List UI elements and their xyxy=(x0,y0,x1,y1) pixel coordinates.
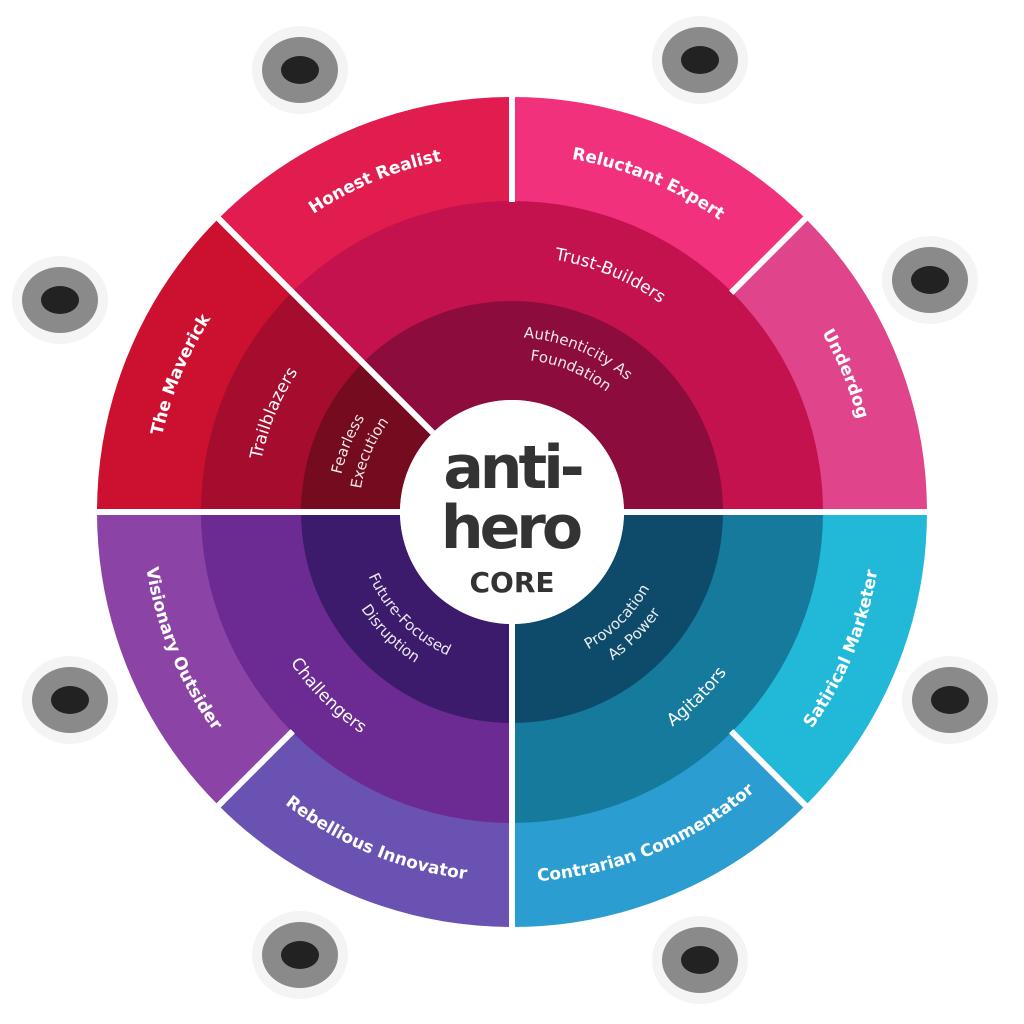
sector-challengers[interactable] xyxy=(201,512,512,823)
divider-line xyxy=(212,212,435,435)
brain-icon xyxy=(18,652,122,748)
logo-line-hero: hero xyxy=(441,493,581,563)
sector-visionary-outsider[interactable] xyxy=(96,512,293,807)
sector-rebellious-innovator[interactable] xyxy=(217,731,513,928)
lips-icon xyxy=(648,912,752,1008)
wheel-dividers xyxy=(92,92,932,932)
sector-underdog[interactable] xyxy=(731,217,928,513)
divider-line xyxy=(729,212,812,295)
pug-icon xyxy=(878,232,982,328)
eye-icon xyxy=(8,252,112,348)
sector-contrarian-commentator[interactable] xyxy=(512,731,807,928)
sector-satirical-marketer[interactable] xyxy=(731,512,928,807)
sector-honest-realist[interactable] xyxy=(217,96,513,293)
peace-hand-icon xyxy=(248,22,352,118)
center-logo: anti- hero CORE xyxy=(400,400,624,624)
inner-sector[interactable] xyxy=(301,512,512,723)
face-cutout-icon xyxy=(648,12,752,108)
collage-decorations xyxy=(8,12,1002,1008)
logo-line-anti: anti- xyxy=(443,433,581,503)
inner-sector[interactable] xyxy=(362,301,723,512)
finger-snap-hand-icon xyxy=(898,652,1002,748)
sector-trust-builders[interactable] xyxy=(292,200,823,512)
center-circle xyxy=(400,400,624,624)
megaphone-icon xyxy=(248,907,352,1003)
sector-agitators[interactable] xyxy=(512,512,823,823)
inner-sector[interactable] xyxy=(512,512,723,723)
divider-line xyxy=(729,729,812,812)
sector-reluctant-expert[interactable] xyxy=(512,96,807,293)
logo-line-core: CORE xyxy=(469,566,554,599)
divider-line xyxy=(212,729,295,812)
sector-the-maverick[interactable] xyxy=(96,217,293,513)
sector-trailblazers[interactable] xyxy=(201,292,364,512)
